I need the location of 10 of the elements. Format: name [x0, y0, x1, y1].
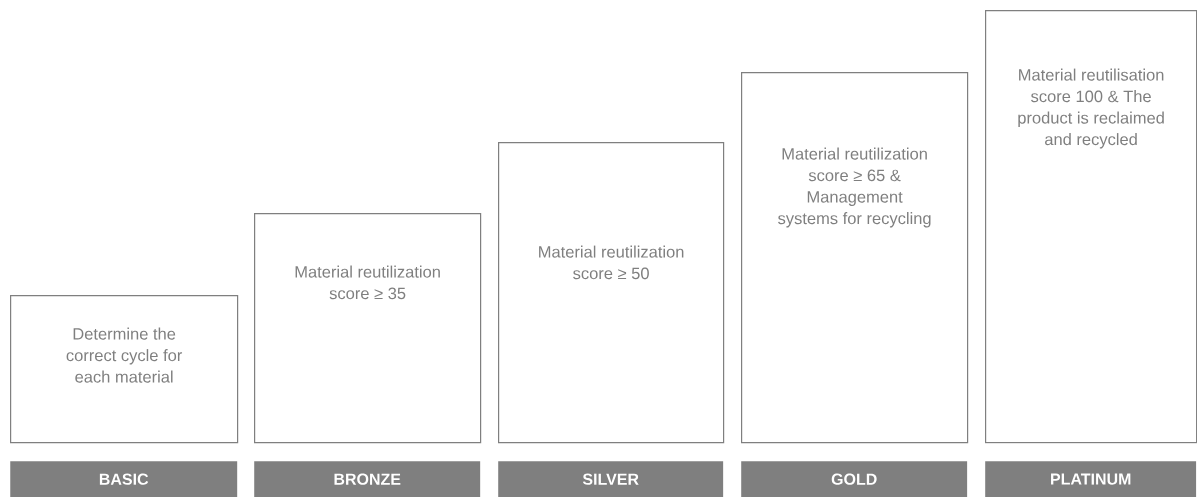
level-box: Material reutilization score ≥ 35: [254, 213, 482, 444]
level-bar: BRONZE: [254, 461, 481, 497]
level-bar: GOLD: [741, 461, 968, 497]
level-box: Material reutilization score ≥ 65 & Management systems for recycling: [741, 72, 969, 444]
level-box: Material reutilization score ≥ 50: [498, 142, 725, 444]
level-box: Determine the correct cycle for each material: [10, 295, 239, 444]
level-bar: SILVER: [498, 461, 724, 497]
level-bar: PLATINUM: [985, 461, 1197, 497]
level-box: Material reutilisation score 100 & The product is reclaimed and recycled: [985, 10, 1197, 444]
level-bar: BASIC: [10, 461, 238, 497]
